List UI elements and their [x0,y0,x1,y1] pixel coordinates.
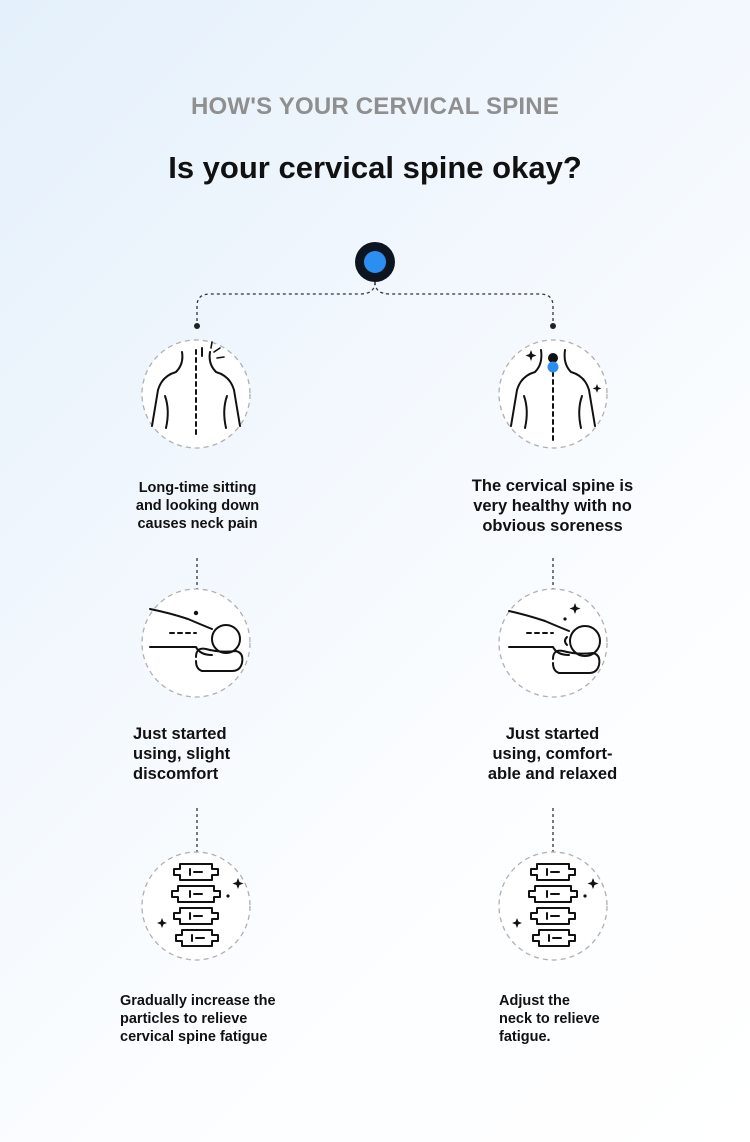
eyebrow-heading: HOW'S YOUR CERVICAL SPINE [190,93,560,120]
caption-line: using, slight [133,745,231,763]
caption-line: and looking down [135,498,260,514]
caption-line: Long-time sitting [138,480,257,496]
caption-healthy-spine: The cervical spine is very healthy with … [460,476,645,536]
caption-line: Just started [505,725,600,743]
page-title: Is your cervical spine okay? [168,150,582,185]
caption-line: using, comfort- [492,745,613,763]
caption-line: neck to relieve [499,1011,600,1027]
pillow-discomfort-node [140,587,252,699]
pillow-relaxed-icon [498,588,608,698]
caption-sitting-neck-pain: Long-time sitting and looking down cause… [125,479,270,533]
caption-line: very healthy with no [473,497,632,515]
caption-line: particles to relieve [120,1011,248,1027]
spine-icon [141,851,251,961]
pillow-relaxed-node [497,587,609,699]
caption-increase-particles: Gradually increase the particles to reli… [120,992,290,1046]
spine-node-left [140,850,252,962]
caption-line: obvious soreness [482,517,623,535]
start-dot [355,242,395,282]
back-pain-node [140,338,252,450]
spine-node-right [497,850,609,962]
caption-line: Adjust the [499,993,570,1009]
caption-line: fatigue. [499,1029,551,1045]
caption-line: causes neck pain [137,516,258,532]
caption-line: Gradually increase the [120,993,276,1009]
caption-line: Just started [133,725,227,743]
caption-comfortable-relaxed: Just started using, comfort- able and re… [475,724,630,784]
healthy-back-icon [498,339,608,449]
caption-slight-discomfort: Just started using, slight discomfort [133,724,273,784]
caption-line: The cervical spine is [471,477,634,495]
healthy-back-node [497,338,609,450]
back-pain-icon [141,339,251,449]
caption-line: cervical spine fatigue [120,1029,268,1045]
spine-icon [498,851,608,961]
caption-adjust-neck: Adjust the neck to relieve fatigue. [499,992,629,1046]
caption-line: able and relaxed [487,765,618,783]
pillow-discomfort-icon [141,588,251,698]
caption-line: discomfort [133,765,219,783]
